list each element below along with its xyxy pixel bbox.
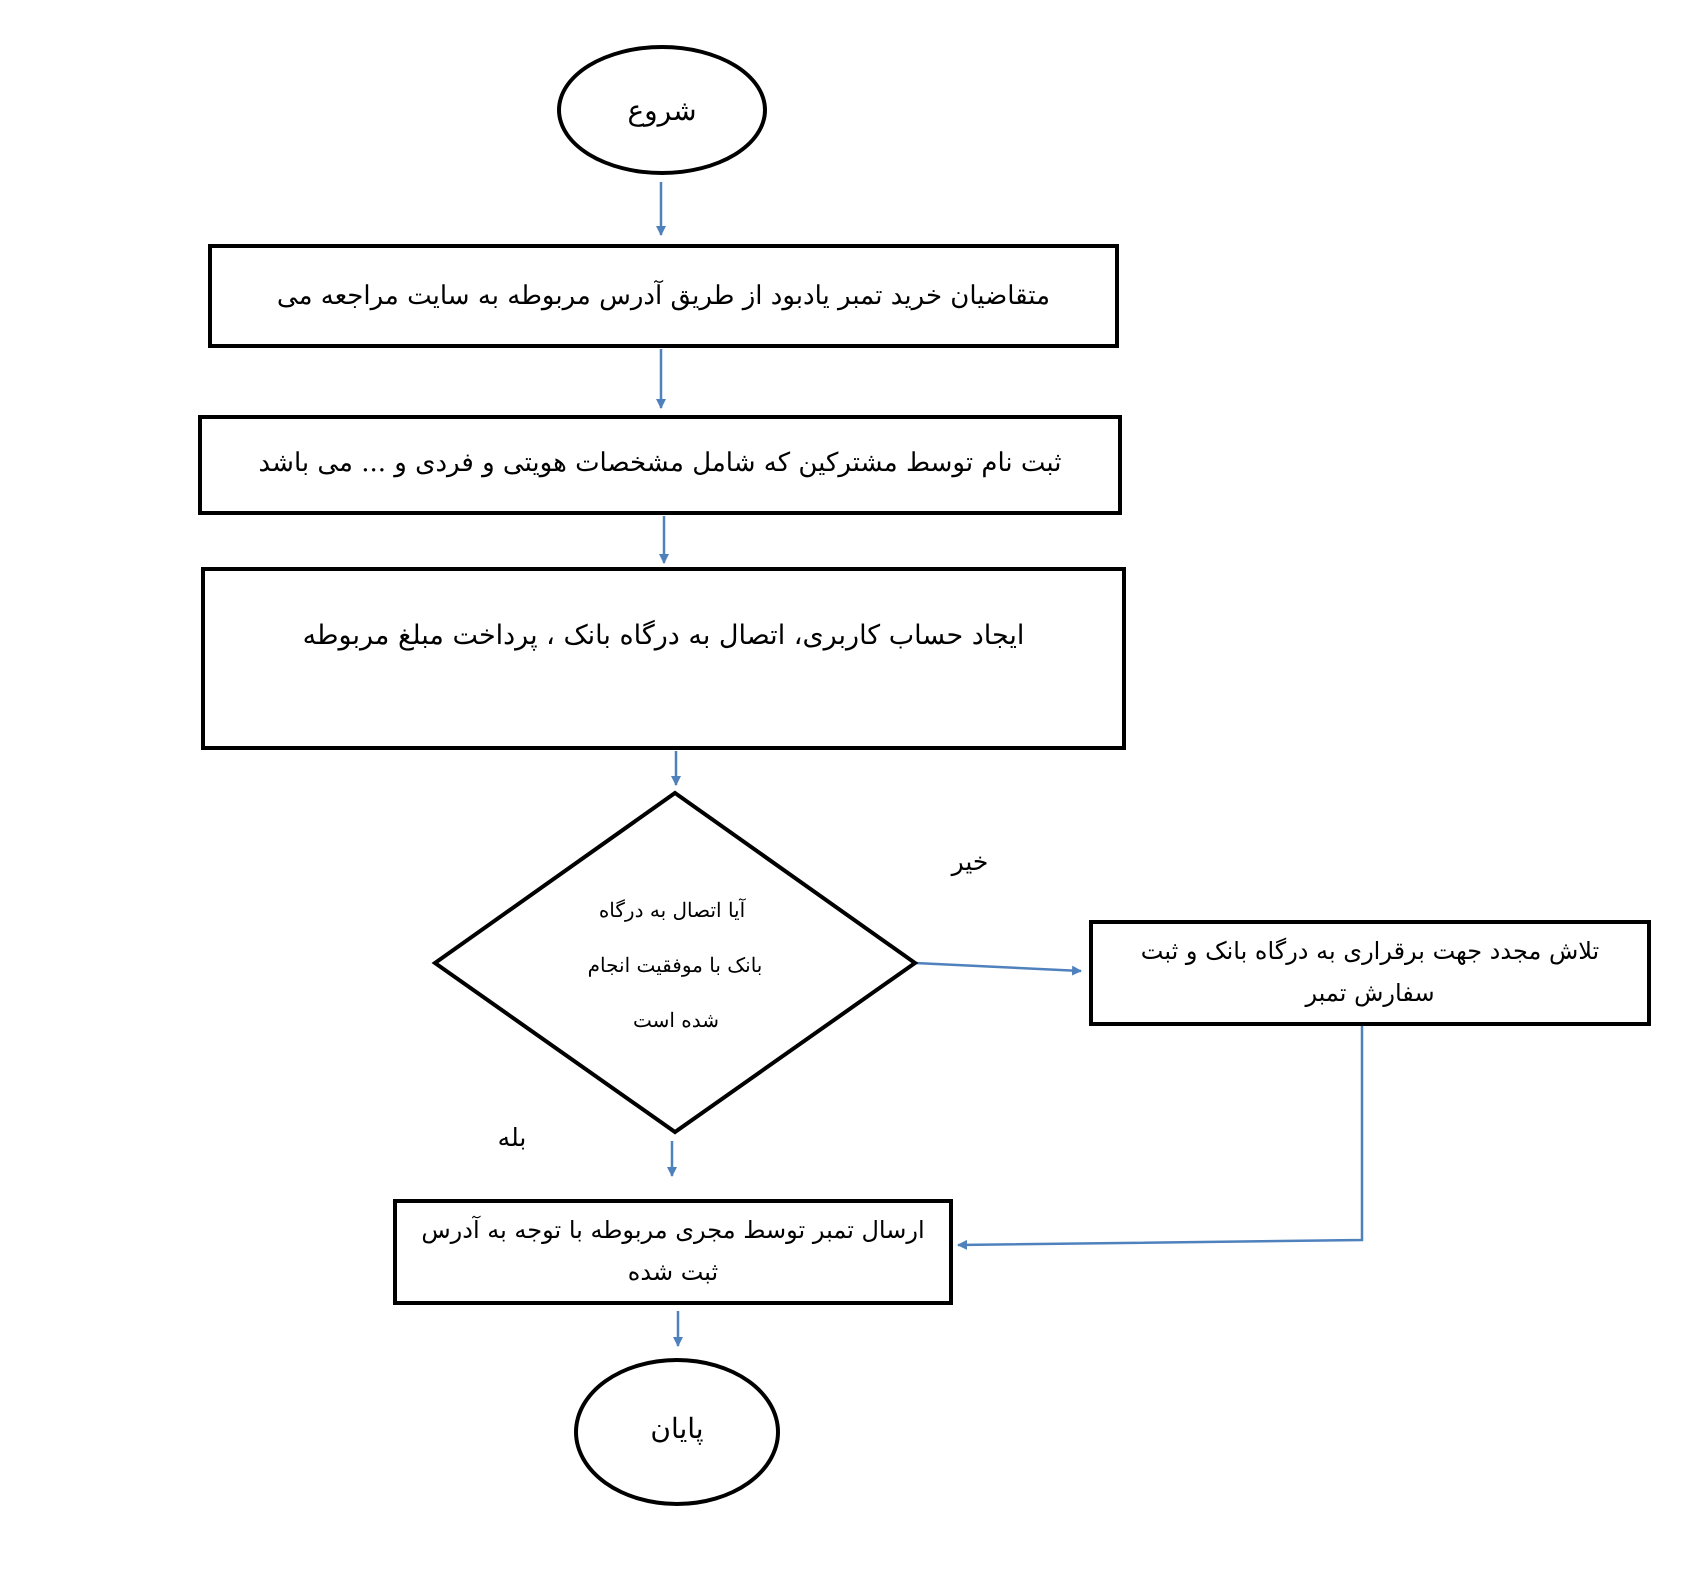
step2-box: [198, 415, 1122, 515]
decision-line-1: آیا اتصال به درگاه: [599, 898, 747, 922]
edge-label-yes: بله: [498, 1123, 527, 1152]
retry-line-2: سفارش تمبر: [1305, 979, 1435, 1007]
end-label: پایان: [650, 1411, 704, 1445]
arrow-retry-to-send: [957, 1026, 1364, 1250]
decision-line-2: بانک با موفقیت انجام: [588, 953, 763, 977]
decision-diamond: [431, 790, 919, 1135]
send-label: ارسال تمبر توسط مجری مربوطه با توجه به آ…: [399, 1203, 947, 1299]
send-line-2: ثبت شده: [627, 1258, 719, 1286]
start-label: شروع: [627, 93, 697, 127]
send-line-1: ارسال تمبر توسط مجری مربوطه با توجه به آ…: [421, 1216, 925, 1244]
retry-label: تلاش مجدد جهت برقراری به درگاه بانک و ثب…: [1095, 924, 1645, 1020]
decision-line-3: شده است: [633, 1008, 719, 1032]
send-box: [393, 1199, 953, 1305]
end-node: [574, 1358, 780, 1506]
arrow-decision-to-retry: [914, 961, 1082, 976]
step1-box: [208, 244, 1119, 348]
retry-box: [1089, 920, 1651, 1026]
retry-line-1: تلاش مجدد جهت برقراری به درگاه بانک و ثب…: [1140, 937, 1600, 965]
start-node: [557, 45, 767, 175]
step3-label: ایجاد حساب کاربری، اتصال به درگاه بانک ،…: [302, 619, 1025, 651]
edge-label-no: خیر: [950, 847, 989, 877]
step2-label: ثبت نام توسط مشترکین که شامل مشخصات هویت…: [258, 448, 1062, 478]
step1-label: متقاضیان خرید تمبر یادبود از طریق آدرس م…: [276, 281, 1051, 311]
step3-box: [201, 567, 1126, 750]
